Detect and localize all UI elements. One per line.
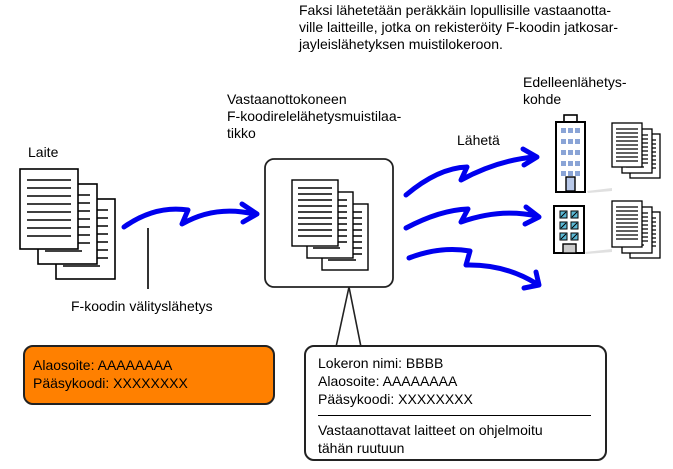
sender-passcode: Pääsykoodi: XXXXXXXX — [33, 375, 188, 391]
forward-destination-line: kohde — [523, 91, 562, 107]
zigzag-arrow-icon — [406, 247, 542, 291]
relay-send-label: F-koodin välityslähetys — [71, 298, 213, 314]
forward-destination-label: Edelleenlähetys- kohde — [523, 74, 627, 108]
mailbox-title-line: tikko — [227, 125, 256, 141]
mailbox-note-line: tähän ruutuun — [318, 440, 405, 456]
destination-1-documents-icon — [611, 122, 661, 179]
mailbox-documents-icon — [291, 179, 369, 271]
mailbox-title-line: F-koodirelelähetysmuistilaa- — [227, 108, 402, 124]
destination-2-documents-icon — [611, 200, 661, 259]
zigzag-arrow-icon — [121, 201, 260, 230]
apartment-building-icon — [553, 205, 612, 254]
zigzag-arrow-icon — [403, 146, 540, 198]
mailbox-name: Lokeron nimi: BBBB — [318, 355, 444, 371]
sender-code-box: Alaosoite: AAAAAAAA Pääsykoodi: XXXXXXXX — [23, 345, 275, 405]
mailbox-note-line: Vastaanottavat laitteet on ohjelmoitu — [318, 422, 543, 438]
mailbox-title: Vastaanottokoneen F-koodirelelähetysmuis… — [227, 91, 401, 142]
mailbox-passcode: Pääsykoodi: XXXXXXXX — [318, 391, 473, 407]
send-label: Lähetä — [457, 132, 500, 148]
zigzag-arrow-icon — [403, 204, 542, 231]
description-line: Faksi lähetetään peräkkäin lopullisille … — [299, 2, 612, 18]
description-line: ville laitteille, jotka on rekisteröity … — [299, 19, 619, 35]
mailbox-info-box: Lokeron nimi: BBBB Alaosoite: AAAAAAAA P… — [304, 345, 607, 461]
callout-pointer — [335, 286, 362, 348]
forward-destination-line: Edelleenlähetys- — [523, 74, 627, 90]
divider — [318, 415, 591, 416]
office-building-icon — [555, 114, 612, 193]
mailbox-title-line: Vastaanottokoneen — [227, 91, 347, 107]
device-label: Laite — [28, 144, 59, 160]
description-text: Faksi lähetetään peräkkäin lopullisille … — [299, 2, 618, 53]
description-line: jayleislähetyksen muistilokeroon. — [299, 36, 503, 52]
sender-documents-icon — [19, 168, 116, 280]
mailbox-subaddress: Alaosoite: AAAAAAAA — [318, 373, 458, 389]
sender-subaddress: Alaosoite: AAAAAAAA — [33, 357, 173, 373]
